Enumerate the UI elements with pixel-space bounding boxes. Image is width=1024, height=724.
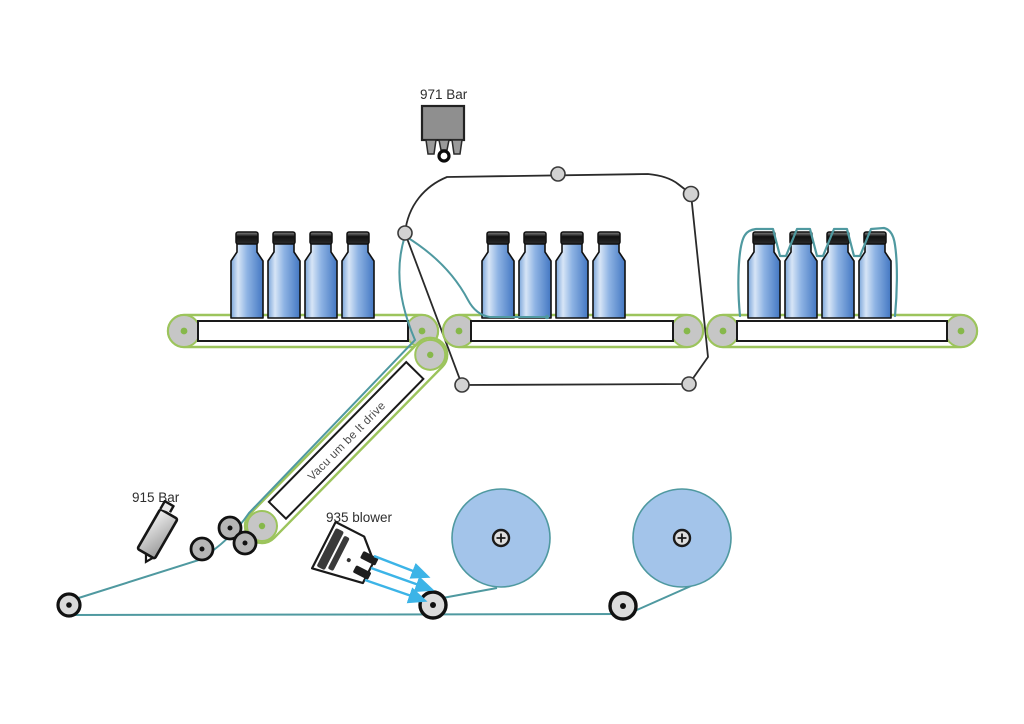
bottle-body	[858, 242, 892, 319]
roller-dot	[227, 525, 233, 531]
roll-hub-cross	[496, 533, 506, 543]
frame-node	[397, 225, 413, 241]
roller-dot	[430, 602, 436, 608]
roller-axle-dot	[180, 327, 188, 335]
roller-dot	[66, 602, 72, 608]
blower-screw	[346, 558, 351, 563]
blower-nozzle	[360, 551, 379, 566]
seal-bar-body	[420, 104, 466, 142]
bar-body	[136, 508, 179, 560]
bottle	[592, 231, 626, 319]
infeed-bottle-group	[230, 231, 375, 319]
bottle-body	[555, 242, 589, 319]
bottle-cap	[346, 231, 370, 245]
film-bottom-run	[69, 613, 629, 616]
infeed-conveyor	[166, 313, 440, 349]
bottle	[747, 231, 781, 319]
film-roll-right	[632, 488, 732, 588]
seal-bar-971-label: 971 Bar	[420, 87, 468, 102]
bottle-body	[230, 242, 264, 319]
roller-axle-dot	[418, 327, 426, 335]
blower-935: 935 blower	[310, 510, 435, 604]
roller-axle-dot	[683, 327, 691, 335]
bottle-body	[747, 242, 781, 319]
roller-dot	[242, 540, 248, 546]
bottle	[267, 231, 301, 319]
frame-node	[454, 377, 470, 393]
blower-fan-grille	[317, 528, 344, 570]
bottle	[481, 231, 515, 319]
film-onto-conveyor	[404, 235, 548, 318]
air-arrow	[364, 578, 428, 604]
frame-nodes	[397, 166, 700, 393]
bottle-body	[821, 242, 855, 319]
bar-zigzag	[144, 553, 154, 564]
blower-nozzle	[353, 565, 371, 580]
bottle-cap	[560, 231, 584, 245]
seal-bar-915-label: 915 Bar	[132, 490, 180, 505]
roller-dot	[620, 603, 626, 609]
bottle	[304, 231, 338, 319]
seal-bar-leg	[451, 139, 463, 155]
bottle-cap	[597, 231, 621, 245]
roller-axle-dot	[455, 327, 463, 335]
bottle-body	[784, 242, 818, 319]
roller-axle-dot	[258, 522, 266, 530]
bottle-cap	[752, 231, 776, 245]
roller-dot	[199, 546, 205, 552]
conveyor-bed	[736, 320, 948, 342]
wrapping-bottle-group	[481, 231, 626, 319]
air-arrow	[373, 554, 431, 579]
air-flow-arrows	[364, 554, 435, 604]
bottle-cap	[523, 231, 547, 245]
seal-bar-leg	[425, 139, 437, 155]
film-from-roll-right	[629, 585, 692, 614]
bottle-cap	[235, 231, 259, 245]
roller-axle-dot	[957, 327, 965, 335]
seal-bar-915: 915 Bar	[132, 490, 180, 564]
bottle-body	[481, 242, 515, 319]
outfeed-bottle-group	[747, 231, 892, 319]
tension-rollers	[56, 515, 638, 621]
bottle	[230, 231, 264, 319]
seal-bar-971: 971 Bar	[420, 87, 468, 163]
bottle	[518, 231, 552, 319]
wrap-film-outline	[737, 226, 898, 318]
wrapping-conveyor	[441, 313, 705, 349]
conveyor-bed	[197, 320, 409, 342]
seal-bar-wheel	[437, 149, 451, 163]
blower-935-label: 935 blower	[326, 510, 393, 525]
bottle-cap	[486, 231, 510, 245]
bottle	[784, 231, 818, 319]
frame-node	[682, 185, 700, 203]
blower-fan-grille	[328, 536, 350, 571]
bottle-body	[304, 242, 338, 319]
bottle	[555, 231, 589, 319]
film-roll-left	[451, 488, 551, 588]
bottle-body	[341, 242, 375, 319]
bottle-body	[592, 242, 626, 319]
roller-axle-dot	[427, 351, 434, 359]
bottle	[341, 231, 375, 319]
roll-hub-cross	[677, 533, 687, 543]
outfeed-conveyor	[705, 313, 979, 349]
conveyor-bed	[470, 320, 674, 342]
roller-axle-dot	[719, 327, 727, 335]
seal-bar-leg	[438, 139, 450, 151]
conveyor-bed	[267, 360, 425, 521]
bar-hook	[159, 499, 175, 513]
bottle-body	[267, 242, 301, 319]
film-from-roll-left	[436, 587, 498, 600]
frame-node	[550, 166, 566, 182]
frame-node	[681, 376, 697, 392]
bottle-cap	[272, 231, 296, 245]
bottle-cap	[309, 231, 333, 245]
air-arrow	[370, 566, 435, 593]
film-end-dot	[544, 314, 550, 320]
bottle-body	[518, 242, 552, 319]
